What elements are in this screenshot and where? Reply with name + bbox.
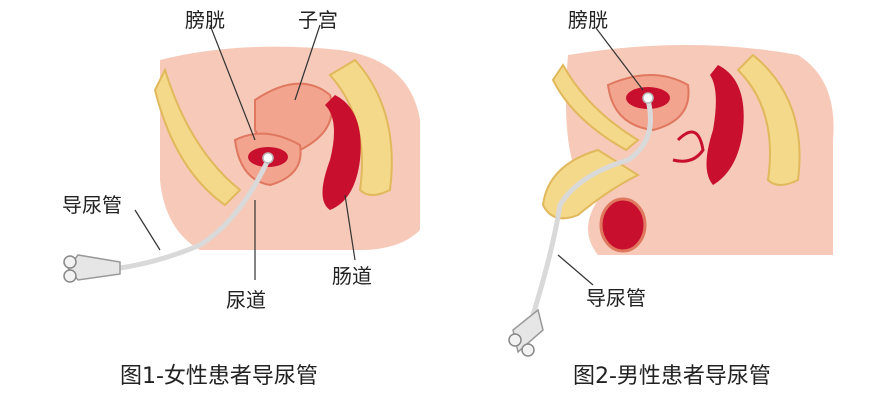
female-pelvic-bone [153, 67, 242, 207]
male-catheter-balloon [642, 92, 654, 104]
label-urethra: 尿道 [226, 288, 266, 312]
figure-female: 膀胱 子宫 导尿管 尿道 肠道 图1-女性患者导尿管 [62, 8, 420, 389]
caption-male: 图2-男性患者导尿管 [573, 364, 771, 389]
male-catheter-tube [530, 99, 653, 316]
figure-male: 膀胱 导尿管 图2-男性患者导尿管 [448, 0, 896, 412]
label-catheter: 导尿管 [586, 286, 646, 310]
label-bladder: 膀胱 [185, 8, 225, 32]
label-catheter: 导尿管 [62, 193, 122, 217]
male-sacrum [736, 53, 801, 186]
male-testis [599, 197, 647, 253]
male-pelvic-bone [551, 63, 640, 152]
female-catheter-tube [119, 158, 271, 271]
caption-female: 图1-女性患者导尿管 [120, 364, 318, 389]
label-uterus: 子宫 [298, 8, 338, 32]
label-rectum: 肠道 [332, 264, 372, 288]
female-rectum [322, 95, 361, 210]
male-anatomy-illustration [508, 27, 834, 357]
female-anatomy-illustration [63, 24, 420, 283]
male-rectum [706, 65, 744, 185]
label-bladder: 膀胱 [568, 8, 608, 32]
female-catheter-balloon [262, 152, 274, 164]
